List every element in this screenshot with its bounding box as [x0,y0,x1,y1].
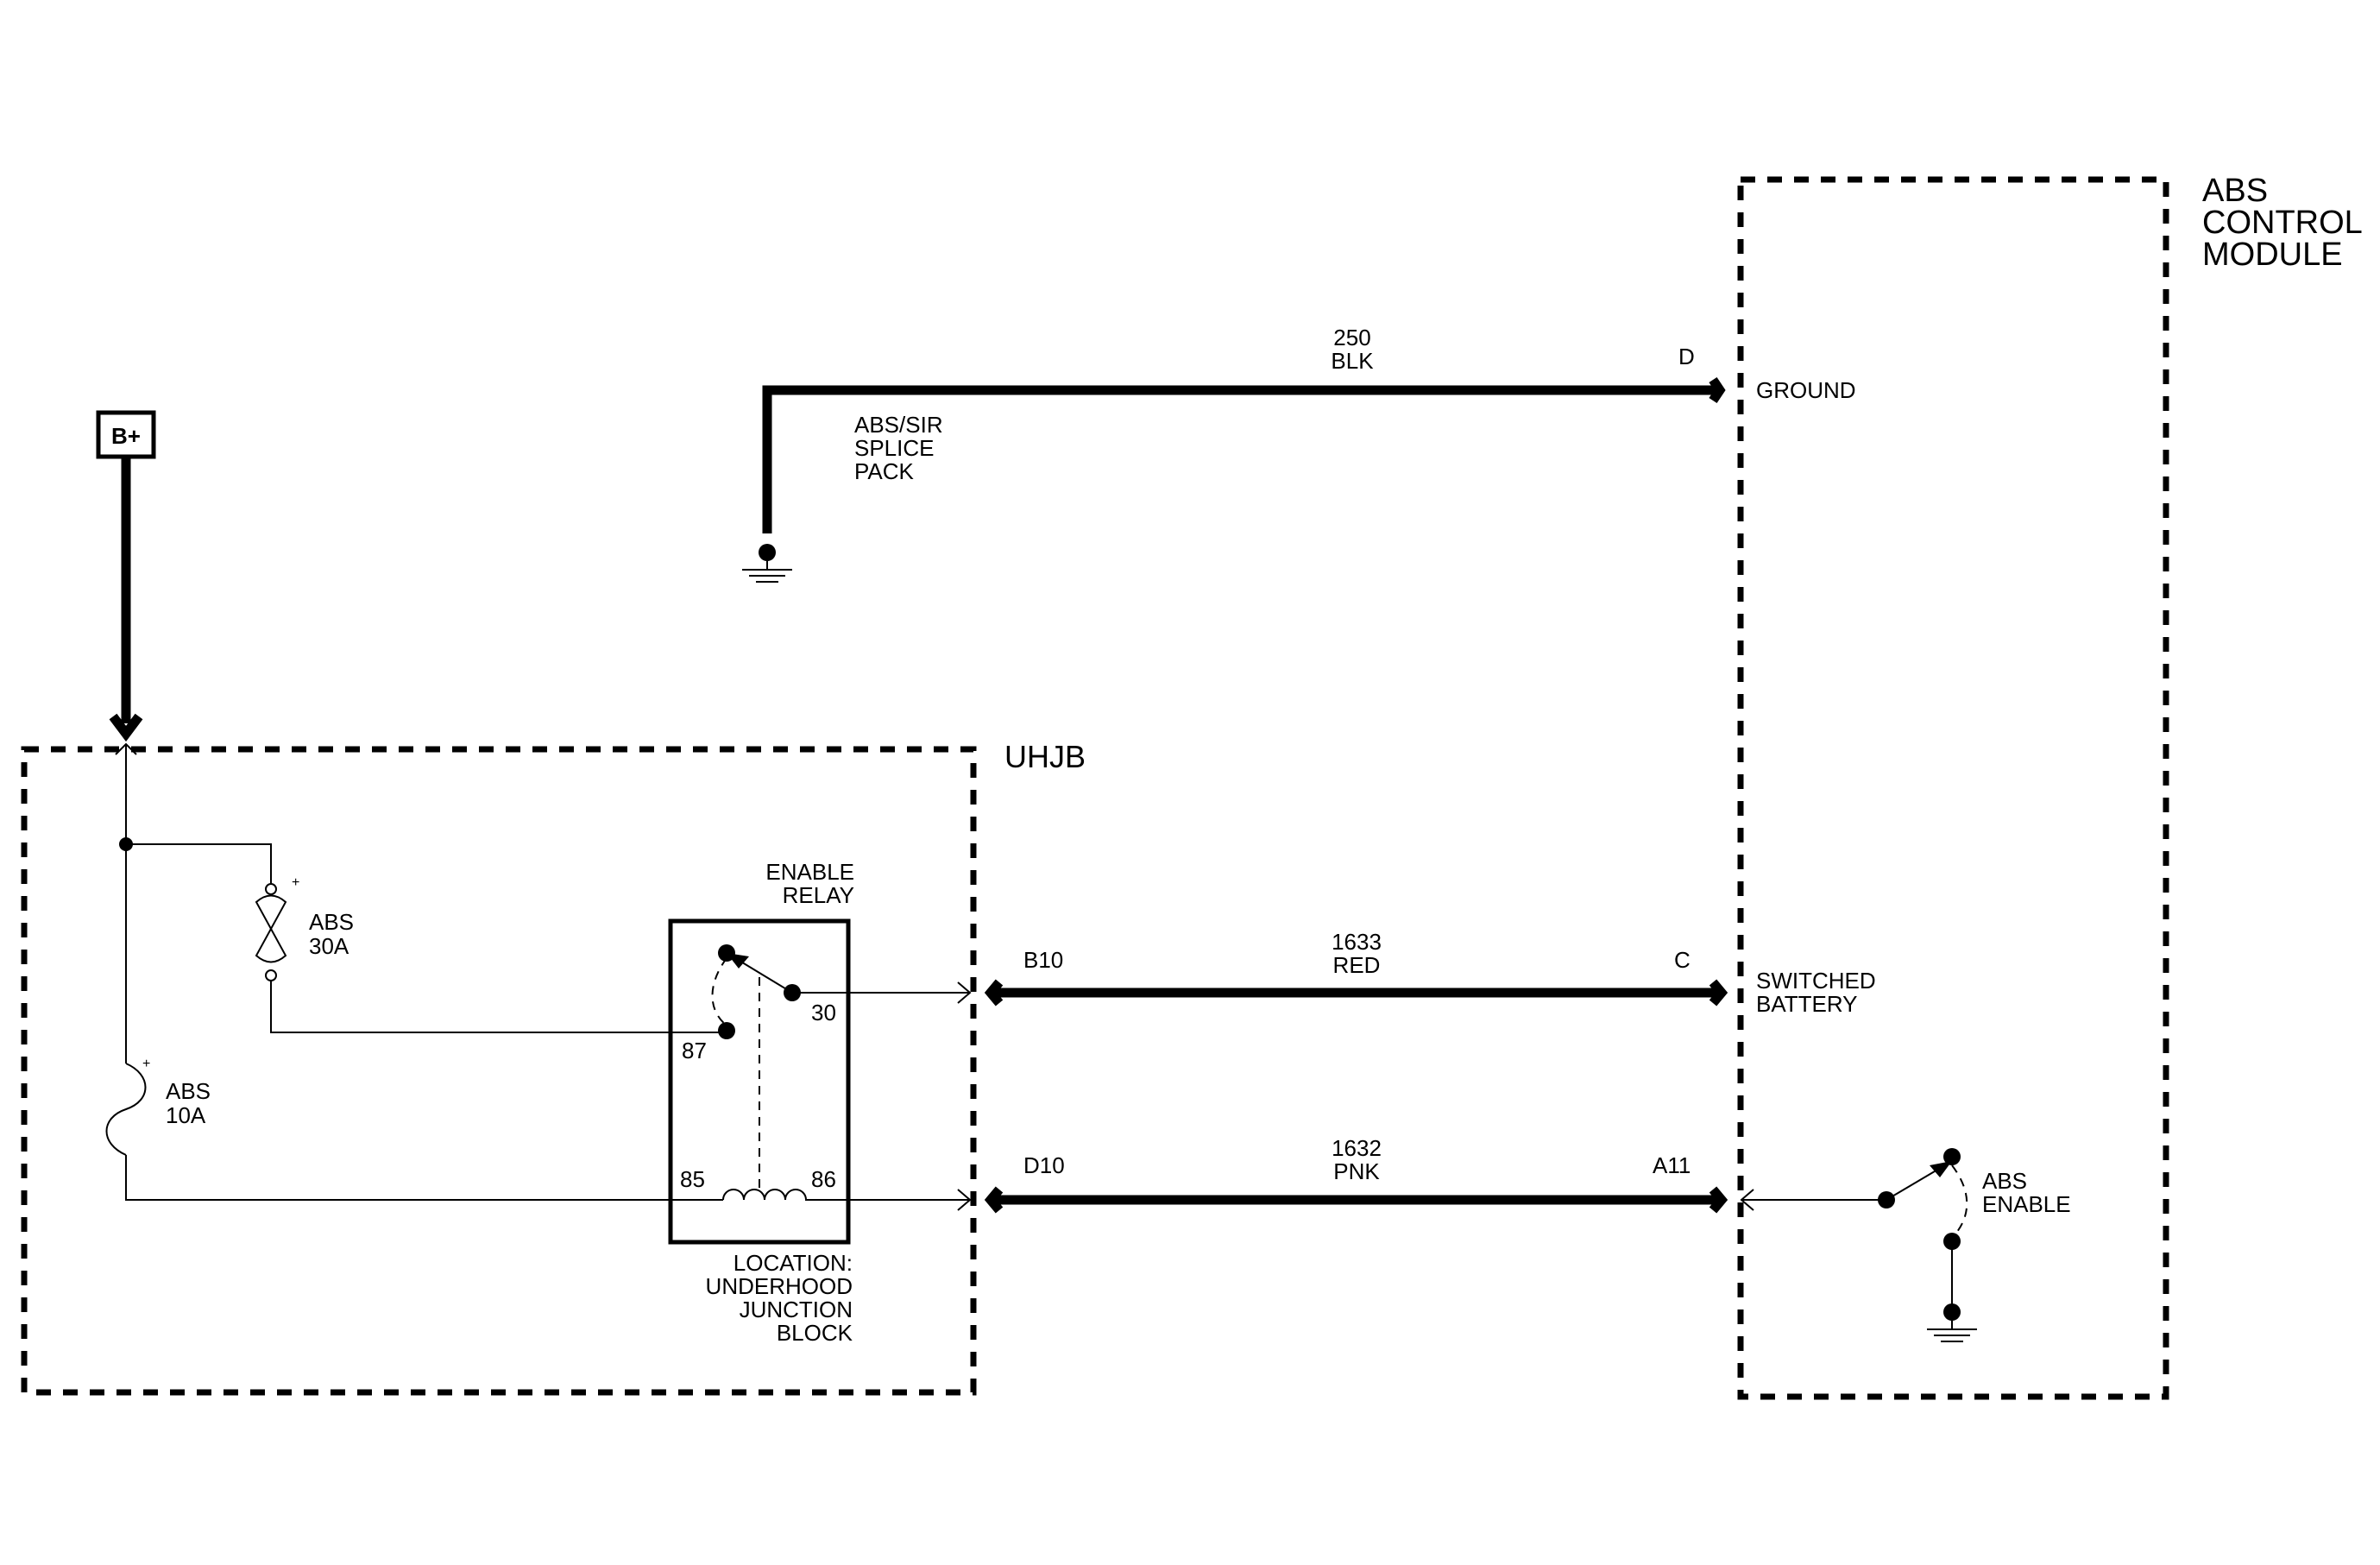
pin-d-connector [1709,376,1726,404]
relay-pin-30: 30 [811,1000,836,1025]
splice-pack-label: ABS/SIR SPLICE PACK [854,412,943,484]
abs-module-boundary [1737,176,2169,1400]
relay-contact-87 [718,1022,735,1039]
circuit-1633-number: 1633 [1332,929,1382,955]
pin-c-connector [1709,979,1728,1007]
enable-relay-body [668,918,851,1245]
pin-b10-label: B10 [1023,947,1063,973]
fuse-30a-to-relay-87-wire [270,981,727,1033]
svg-text:JUNCTION: JUNCTION [740,1297,853,1322]
fuse-abs-30a [255,883,287,981]
ground-terminal-label: GROUND [1756,377,1856,403]
relay-pin-87: 87 [682,1038,707,1063]
circuit-1632-color: PNK [1333,1158,1380,1184]
b-plus-terminal: B+ [96,410,156,459]
pin-c-label: C [1674,947,1691,973]
svg-text:BLOCK: BLOCK [777,1320,853,1346]
b-plus-connector-female [109,713,143,742]
relay-coil [716,1189,848,1201]
abs-enable-label: ABS ENABLE [1982,1168,2071,1217]
switched-battery-label: SWITCHED BATTERY [1756,968,1876,1017]
svg-text:10A: 10A [166,1102,206,1128]
pin-a11-label: A11 [1653,1152,1691,1178]
abs-enable-switch [1878,1148,1968,1250]
svg-text:LOCATION:: LOCATION: [734,1250,853,1276]
svg-text:B+: B+ [111,423,141,449]
circuit-250-wire [762,385,1715,533]
enable-relay-label: ENABLE RELAY [765,859,854,908]
ground-symbol-splice-pack [742,544,792,583]
svg-text:MODULE: MODULE [2202,237,2343,273]
b10-connector-male [957,981,972,1004]
pin-d-label: D [1678,344,1695,369]
relay-pin-86: 86 [811,1166,836,1192]
circuit-1633-color: RED [1333,952,1381,978]
pin-d10-connector [984,1186,1004,1214]
ground-symbol-module [1927,1303,1977,1342]
svg-text:PACK: PACK [854,458,915,484]
circuit-250-number: 250 [1333,325,1370,350]
pin-a11-connector [1709,1186,1728,1214]
svg-text:CONTROL: CONTROL [2202,205,2363,241]
circuit-250-color: BLK [1331,348,1374,374]
fuse-10a-to-relay-85-wire [125,1155,716,1201]
fuse-30a-plus: + [292,875,299,890]
relay-switch-arm [734,957,793,994]
svg-text:ENABLE: ENABLE [1982,1191,2071,1217]
svg-text:ABS: ABS [166,1078,211,1104]
uhjb-label: UHJB [1004,739,1086,774]
svg-text:30A: 30A [309,933,349,959]
svg-text:BATTERY: BATTERY [1756,991,1858,1017]
circuit-1632-number: 1632 [1332,1135,1382,1161]
abs-module-title: ABS CONTROL MODULE [2202,173,2363,273]
svg-text:ABS: ABS [309,909,354,935]
fuse-10a-plus: + [142,1057,150,1071]
fuse-abs-10a [105,1063,147,1156]
fuse-30a-feed-wire [126,843,272,884]
svg-text:UNDERHOOD: UNDERHOOD [706,1273,853,1299]
relay-switch-arrowhead [727,953,749,969]
svg-text:ABS: ABS [1982,1168,2027,1194]
fuse-10a-label: ABS 10A [166,1078,211,1128]
svg-text:SPLICE: SPLICE [854,435,935,461]
pin-d10-label: D10 [1023,1152,1065,1178]
uhjb-boundary [21,746,977,1396]
relay-pin-85: 85 [680,1166,705,1192]
relay-location-label: LOCATION: UNDERHOOD JUNCTION BLOCK [706,1250,853,1346]
svg-text:SWITCHED: SWITCHED [1756,968,1876,994]
d10-connector-male [957,1189,972,1211]
svg-text:ABS: ABS [2202,173,2268,209]
relay-switch-travel [711,957,727,1026]
pin-b10-connector [984,979,1004,1007]
svg-text:ABS/SIR: ABS/SIR [854,412,943,438]
fuse-30a-label: ABS 30A [309,909,354,959]
svg-text:RELAY: RELAY [783,882,854,908]
svg-text:ENABLE: ENABLE [765,859,854,885]
